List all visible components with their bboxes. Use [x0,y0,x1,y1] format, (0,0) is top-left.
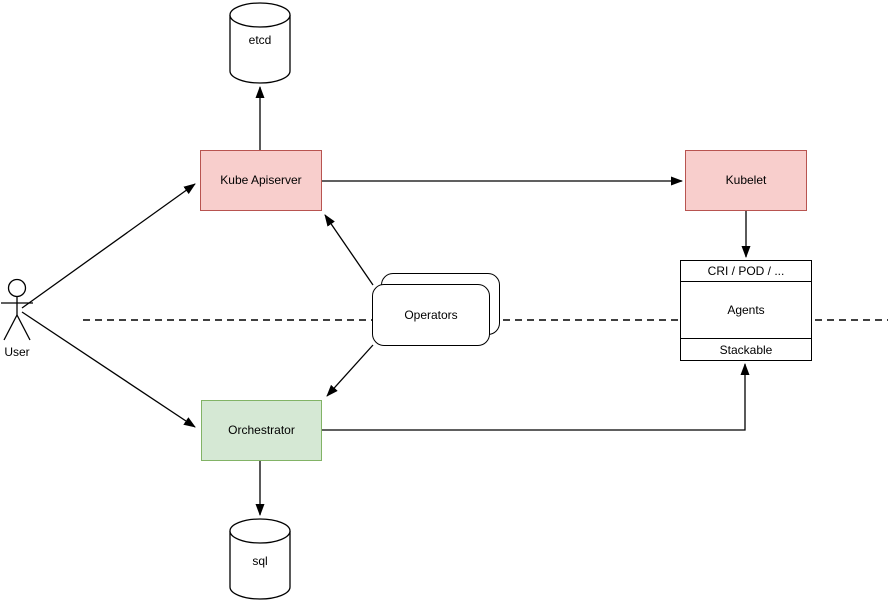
node-kube-apiserver: Kube Apiserver [200,150,322,211]
kubelet-label: Kubelet [725,173,767,188]
operators-label: Operators [404,308,458,322]
edge-orchestrator-to-stackable [322,363,750,431]
user-actor-icon [1,278,33,341]
sql-cylinder-icon [229,518,291,600]
sql-label: sql [252,554,268,568]
user-label: User [4,345,30,359]
orchestrator-label: Orchestrator [228,423,295,438]
etcd-cylinder-icon [229,2,291,84]
stackable-label: Stackable [719,342,773,357]
node-operators: Operators [372,273,501,347]
operators-front-card: Operators [372,284,490,346]
node-orchestrator: Orchestrator [201,400,322,461]
agents-stack-header: CRI / POD / ... [681,261,811,282]
kube-apiserver-label: Kube Apiserver [220,173,302,188]
agents-stack-body: Agents [681,282,811,338]
edge-operators-to-kube-apiserver [324,214,374,286]
cri-pod-label: CRI / POD / ... [707,264,785,278]
node-kubelet: Kubelet [685,150,807,211]
node-agents-stack: CRI / POD / ... Agents Stackable [680,260,812,361]
agents-label: Agents [727,303,765,317]
edge-operators-to-orchestrator [326,344,374,397]
edge-user-to-kube-apiserver [21,183,196,309]
etcd-label: etcd [248,33,272,47]
edge-user-to-orchestrator [21,311,196,428]
agents-stack-footer: Stackable [681,338,811,360]
